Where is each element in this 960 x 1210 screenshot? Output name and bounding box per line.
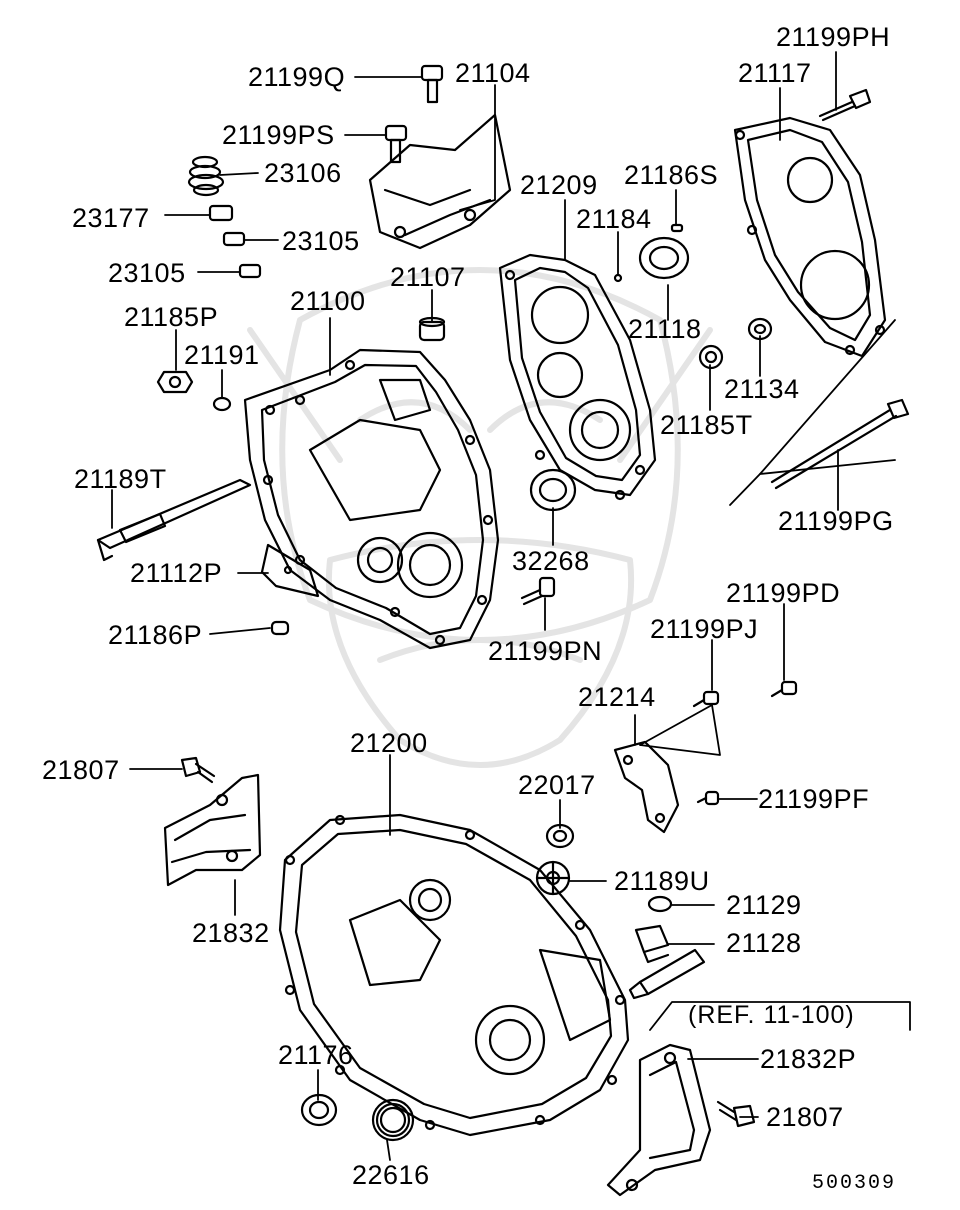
label-21100: 21100 bbox=[290, 286, 366, 316]
bolt-21199pj bbox=[692, 690, 720, 708]
bolt-21199pf bbox=[696, 790, 720, 806]
drawing-code: 500309 bbox=[812, 1172, 897, 1195]
label-23105-b: 23105 bbox=[108, 258, 186, 288]
bolt-21199q bbox=[420, 64, 444, 104]
bolt-21807-lower bbox=[716, 1100, 756, 1128]
seal-22616 bbox=[371, 1098, 415, 1142]
plug-21185p bbox=[156, 370, 194, 394]
label-23106: 23106 bbox=[264, 158, 342, 188]
label-21199pf: 21199PF bbox=[758, 784, 870, 814]
label-21186p: 21186P bbox=[108, 620, 203, 650]
oring-21191 bbox=[212, 396, 232, 412]
label-21199pd: 21199PD bbox=[726, 578, 841, 608]
cover-21117 bbox=[733, 116, 887, 358]
cover-21209 bbox=[498, 253, 657, 501]
label-21118: 21118 bbox=[628, 314, 702, 344]
bracket-21832 bbox=[163, 773, 262, 887]
boot-23106 bbox=[187, 155, 225, 197]
bolt-21199pn bbox=[520, 576, 556, 606]
label-21832: 21832 bbox=[192, 918, 270, 948]
bolt-21199pd bbox=[770, 680, 798, 698]
bolt-21199ps bbox=[384, 124, 408, 164]
bushing-23105-lower bbox=[238, 263, 262, 279]
housing-21200 bbox=[278, 813, 630, 1137]
label-21214: 21214 bbox=[578, 682, 656, 712]
gear-21189u bbox=[535, 860, 571, 896]
bolt-21807-upper bbox=[180, 756, 216, 784]
rod-21189t bbox=[96, 478, 252, 562]
bracket-21104 bbox=[368, 113, 512, 250]
label-21134: 21134 bbox=[724, 374, 800, 404]
label-21199pj: 21199PJ bbox=[650, 614, 759, 644]
plate-21112p bbox=[260, 543, 320, 598]
label-21191: 21191 bbox=[184, 340, 260, 370]
label-21117: 21117 bbox=[738, 58, 812, 88]
label-32268: 32268 bbox=[512, 546, 590, 576]
cap-21129 bbox=[647, 895, 673, 913]
label-21807-a: 21807 bbox=[42, 755, 120, 785]
label-21199pg: 21199PG bbox=[778, 506, 894, 536]
label-21199ps: 21199PS bbox=[222, 120, 335, 150]
seal-32268 bbox=[529, 468, 577, 512]
watermark-logo bbox=[247, 267, 713, 768]
label-21185p: 21185P bbox=[124, 302, 219, 332]
label-22017: 22017 bbox=[518, 770, 596, 800]
label-21184: 21184 bbox=[576, 204, 652, 234]
label-21189t: 21189T bbox=[74, 464, 167, 494]
label-23177: 23177 bbox=[72, 203, 150, 233]
plug-21185t bbox=[698, 344, 724, 370]
label-23105-a: 23105 bbox=[282, 226, 360, 256]
plug-21184 bbox=[613, 273, 623, 283]
label-21209: 21209 bbox=[520, 170, 598, 200]
label-21199pn: 21199PN bbox=[488, 636, 603, 666]
plug-21107 bbox=[418, 316, 446, 342]
label-21112p: 21112P bbox=[130, 558, 223, 588]
leader-lines bbox=[111, 51, 911, 1161]
pin-21186s bbox=[670, 223, 684, 233]
reference-note: (REF. 11-100) bbox=[688, 1001, 855, 1029]
bracket-21832p bbox=[606, 1043, 712, 1197]
bolt-21199pg bbox=[770, 398, 910, 490]
label-21199q: 21199Q bbox=[248, 62, 346, 92]
pin-21186p bbox=[270, 620, 290, 636]
label-21832p: 21832P bbox=[760, 1044, 857, 1074]
bushing-23105-upper bbox=[222, 231, 246, 247]
label-21807-b: 21807 bbox=[766, 1102, 844, 1132]
bolt-21199ph bbox=[818, 88, 872, 122]
seal-21176 bbox=[300, 1093, 338, 1127]
sealant-tube bbox=[628, 948, 706, 1000]
clip-21128 bbox=[634, 924, 670, 964]
seal-21118 bbox=[638, 236, 690, 280]
label-21189u: 21189U bbox=[614, 866, 710, 896]
label-21104: 21104 bbox=[455, 58, 531, 88]
label-21186s: 21186S bbox=[624, 160, 719, 190]
bushing-23177 bbox=[208, 204, 234, 222]
bracket-21214 bbox=[613, 740, 680, 834]
label-21129: 21129 bbox=[726, 890, 802, 920]
label-21176: 21176 bbox=[278, 1040, 354, 1070]
label-21200: 21200 bbox=[350, 728, 428, 758]
label-21128: 21128 bbox=[726, 928, 802, 958]
label-22616: 22616 bbox=[352, 1160, 430, 1190]
seal-22017 bbox=[545, 823, 575, 849]
washer-21134 bbox=[747, 317, 773, 341]
label-21199ph: 21199PH bbox=[776, 22, 891, 52]
label-21185t: 21185T bbox=[660, 410, 753, 440]
label-21107: 21107 bbox=[390, 262, 466, 292]
